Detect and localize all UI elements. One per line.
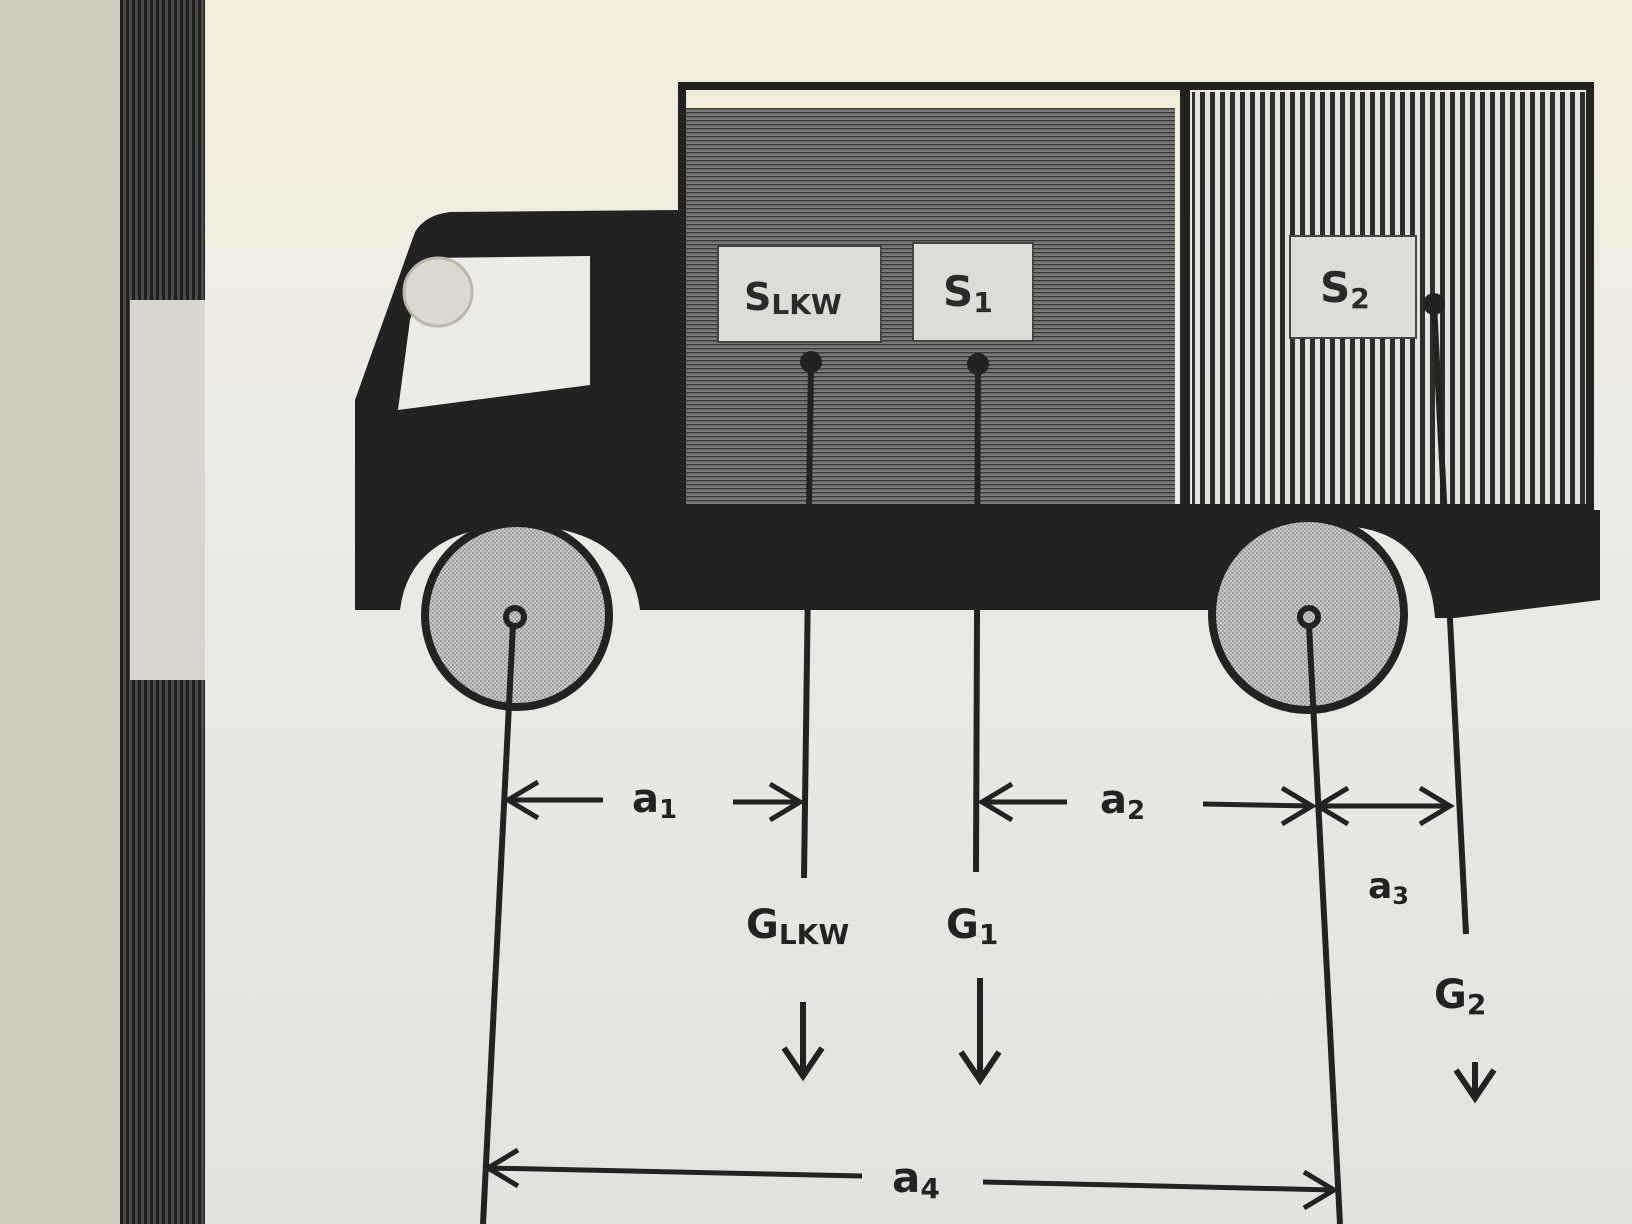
label-g2: G2	[1434, 972, 1486, 1021]
gravity-line-lkw	[801, 361, 814, 879]
dimension-a3	[1313, 785, 1455, 827]
cargo-outline	[678, 82, 1594, 512]
dimension-a2	[977, 781, 1317, 827]
box-s-lkw: SLKW	[717, 245, 882, 343]
dimension-a4	[483, 1147, 1339, 1211]
punch-hole	[402, 256, 474, 328]
box-s2-main: S	[1320, 263, 1350, 312]
rear-axle-line	[1306, 624, 1343, 1224]
svg-text:SLKW: SLKW	[744, 275, 842, 321]
box-s1-sub: 1	[973, 286, 992, 319]
box-s1-main: S	[943, 267, 973, 316]
label-g-lkw: GLKW	[746, 902, 849, 951]
label-a4: a4	[892, 1153, 940, 1205]
box-s-lkw-sub: LKW	[771, 288, 842, 321]
force-arrow-g1	[958, 978, 1002, 1086]
box-s2: S2	[1289, 235, 1417, 339]
force-arrow-g2	[1453, 1062, 1497, 1104]
dimension-a1	[503, 779, 805, 823]
label-a3: a3	[1368, 866, 1409, 910]
front-axle-line	[480, 624, 516, 1224]
gravity-line-1	[973, 363, 981, 873]
label-a2: a2	[1100, 777, 1145, 826]
box-s2-sub: 2	[1350, 282, 1369, 315]
box-s1: S1	[912, 242, 1034, 342]
gravity-line-2	[1431, 303, 1469, 935]
box-s-lkw-main: S	[744, 275, 771, 319]
label-a1: a1	[632, 776, 677, 825]
svg-text:S2: S2	[1320, 263, 1370, 315]
svg-text:S1: S1	[943, 267, 993, 319]
front-wheel	[421, 519, 613, 711]
force-arrow-g-lkw	[781, 1002, 825, 1082]
label-g1: G1	[946, 902, 998, 951]
rear-wheel	[1208, 514, 1408, 714]
